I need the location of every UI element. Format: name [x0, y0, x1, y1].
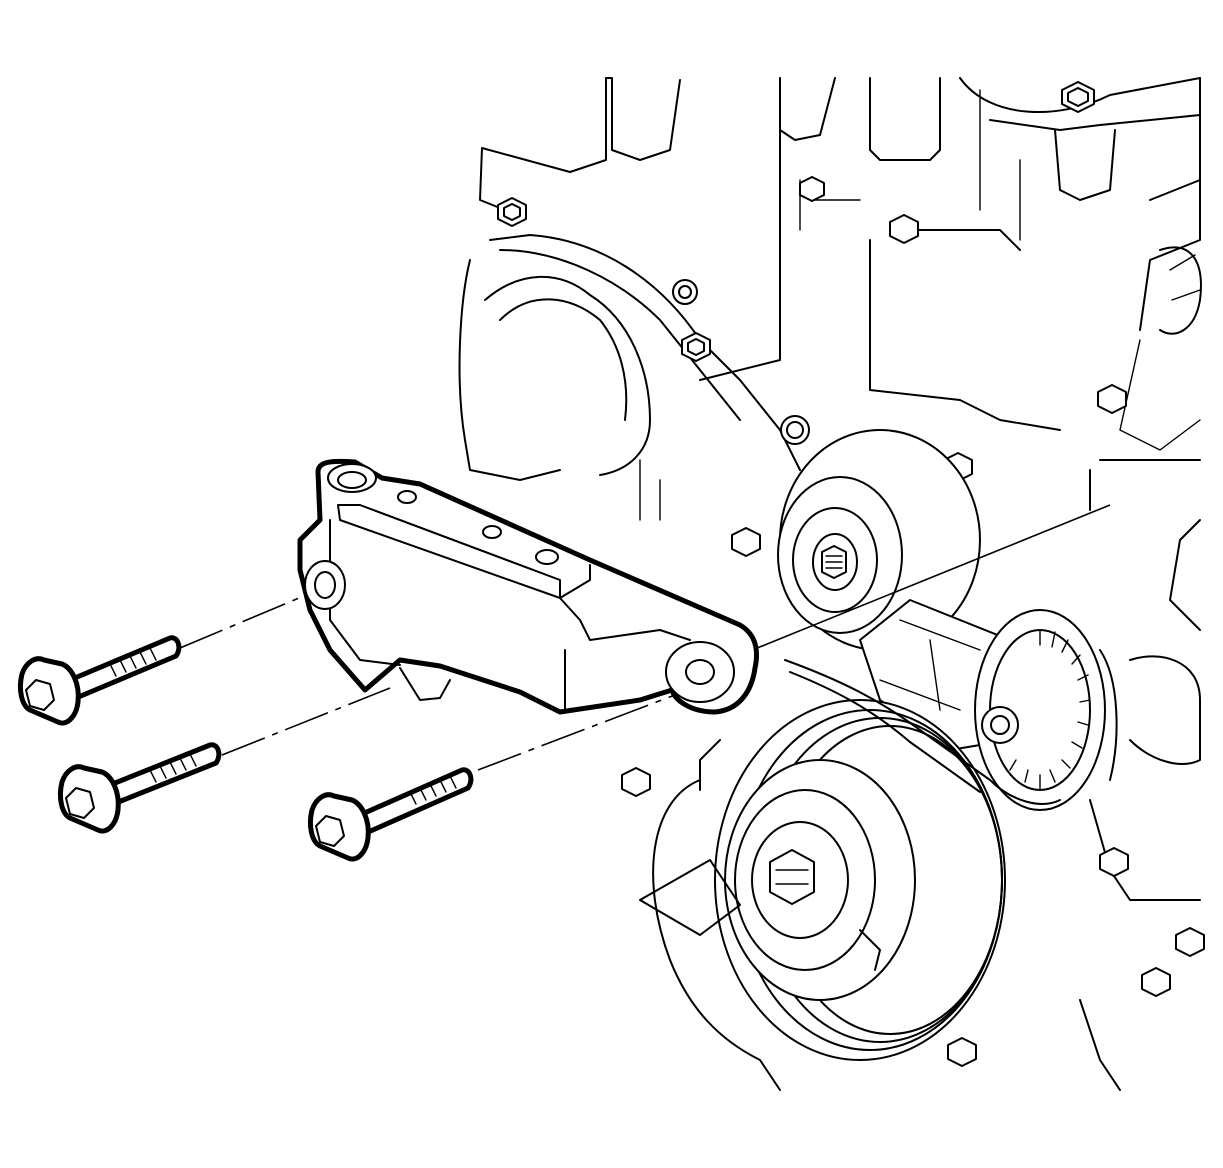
alignment-lines	[179, 504, 1111, 771]
hex-bolt-icon	[799, 176, 825, 202]
drive-belt	[784, 649, 1118, 805]
hex-bolt-head-icon	[57, 764, 121, 834]
hex-bolt-icon	[621, 767, 651, 797]
hex-bolt-head-icon	[17, 656, 81, 726]
bracket-bolt-1	[17, 635, 182, 726]
idler-pulley	[777, 429, 981, 651]
generator-bracket	[297, 458, 759, 715]
crankshaft-pulley	[639, 699, 1006, 1061]
hex-bolt-icon	[681, 332, 711, 362]
hex-bolt-head-icon	[307, 792, 371, 862]
engine-block	[479, 77, 1202, 765]
hex-bolt-icon	[947, 1037, 977, 1067]
tensioner-gear-teeth	[1009, 629, 1091, 791]
hex-bolt-icon	[1099, 847, 1129, 877]
hex-bolt-icon	[497, 197, 527, 227]
hex-bolt-icon	[1175, 927, 1205, 957]
hex-bolt-icon	[1141, 967, 1171, 997]
hex-bolt-icon	[1097, 384, 1127, 414]
hex-bolt-icon	[731, 527, 761, 557]
bracket-bolt-3	[307, 767, 474, 862]
bracket-bolt-2	[57, 742, 222, 834]
hex-bolt-icon	[1061, 81, 1095, 113]
hex-bolt-icon	[889, 214, 919, 244]
engine-bolts	[497, 81, 1205, 1067]
